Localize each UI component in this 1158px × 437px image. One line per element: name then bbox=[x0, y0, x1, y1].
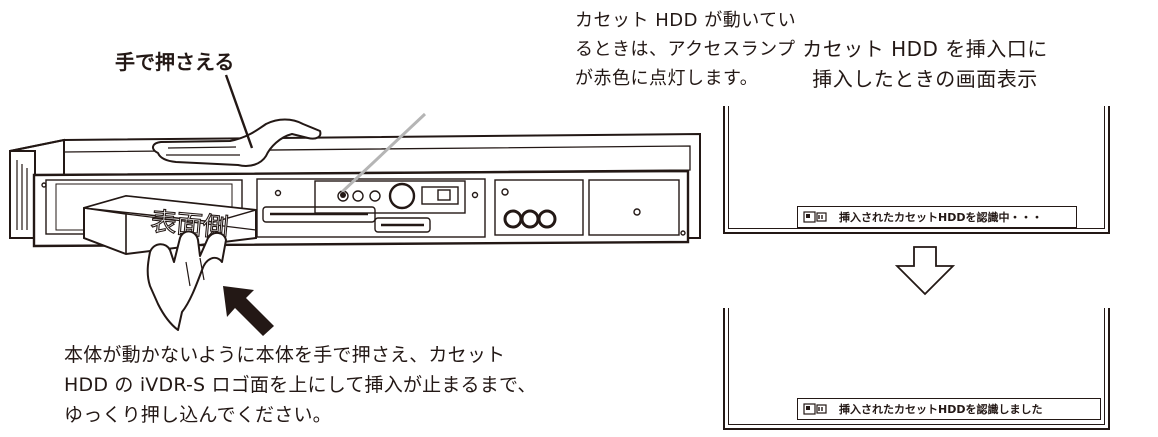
screen-caption-line-2: 挿入したときの画面表示 bbox=[812, 67, 1038, 91]
access-lamp-callout-line-2: るときは、アクセスランプ bbox=[575, 39, 796, 60]
instruction-line-2: HDD の iVDR-S ロゴ面を上にして挿入が止まるまで、 bbox=[64, 374, 537, 396]
push-direction-arrow bbox=[223, 286, 274, 336]
access-lamp-leader bbox=[340, 112, 427, 194]
tv-screen-recognized: 挿入されたカセットHDDを認識しました bbox=[723, 308, 1110, 430]
screen-caption-line-1: カセット HDD を挿入口に bbox=[802, 37, 1048, 61]
recognized-message: 挿入されたカセットHDDを認識しました bbox=[839, 403, 1043, 416]
tv-screen-recognizing: 挿入されたカセットHDDを認識中・・・ bbox=[723, 106, 1110, 234]
recognizing-message: 挿入されたカセットHDDを認識中・・・ bbox=[839, 211, 1043, 224]
access-lamp-callout: カセット HDD が動いてい るときは、アクセスランプ が赤色に点灯します。 bbox=[575, 6, 815, 93]
tv-screen-bezel bbox=[728, 308, 1105, 425]
instruction-line-3: ゆっくり押し込んでください。 bbox=[64, 404, 332, 426]
recognizing-status-bar: 挿入されたカセットHDDを認識中・・・ bbox=[797, 206, 1077, 228]
cassette-hdd-icon bbox=[803, 211, 829, 223]
access-lamp-callout-line-3: が赤色に点灯します。 bbox=[575, 68, 759, 89]
access-lamp-callout-line-1: カセット HDD が動いてい bbox=[575, 10, 797, 31]
recognized-status-bar: 挿入されたカセットHDDを認識しました bbox=[797, 398, 1101, 420]
pushing-hand bbox=[146, 230, 227, 331]
cassette-hdd-icon bbox=[803, 403, 829, 415]
press-leader-line bbox=[224, 74, 254, 149]
instruction-line-1: 本体が動かないように本体を手で押さえ、カセット bbox=[64, 344, 506, 366]
insertion-instruction: 本体が動かないように本体を手で押さえ、カセット HDD の iVDR-S ロゴ面… bbox=[64, 340, 664, 430]
down-arrow-icon bbox=[895, 246, 955, 296]
screen-display-caption: カセット HDD を挿入口に 挿入したときの画面表示 bbox=[770, 34, 1080, 94]
tv-screen-bezel bbox=[728, 106, 1105, 229]
press-by-hand-label: 手で押さえる bbox=[115, 50, 235, 74]
pressing-hand bbox=[152, 118, 322, 167]
recorder-illustration: 表面側 bbox=[9, 74, 701, 336]
access-lamp bbox=[340, 192, 346, 198]
